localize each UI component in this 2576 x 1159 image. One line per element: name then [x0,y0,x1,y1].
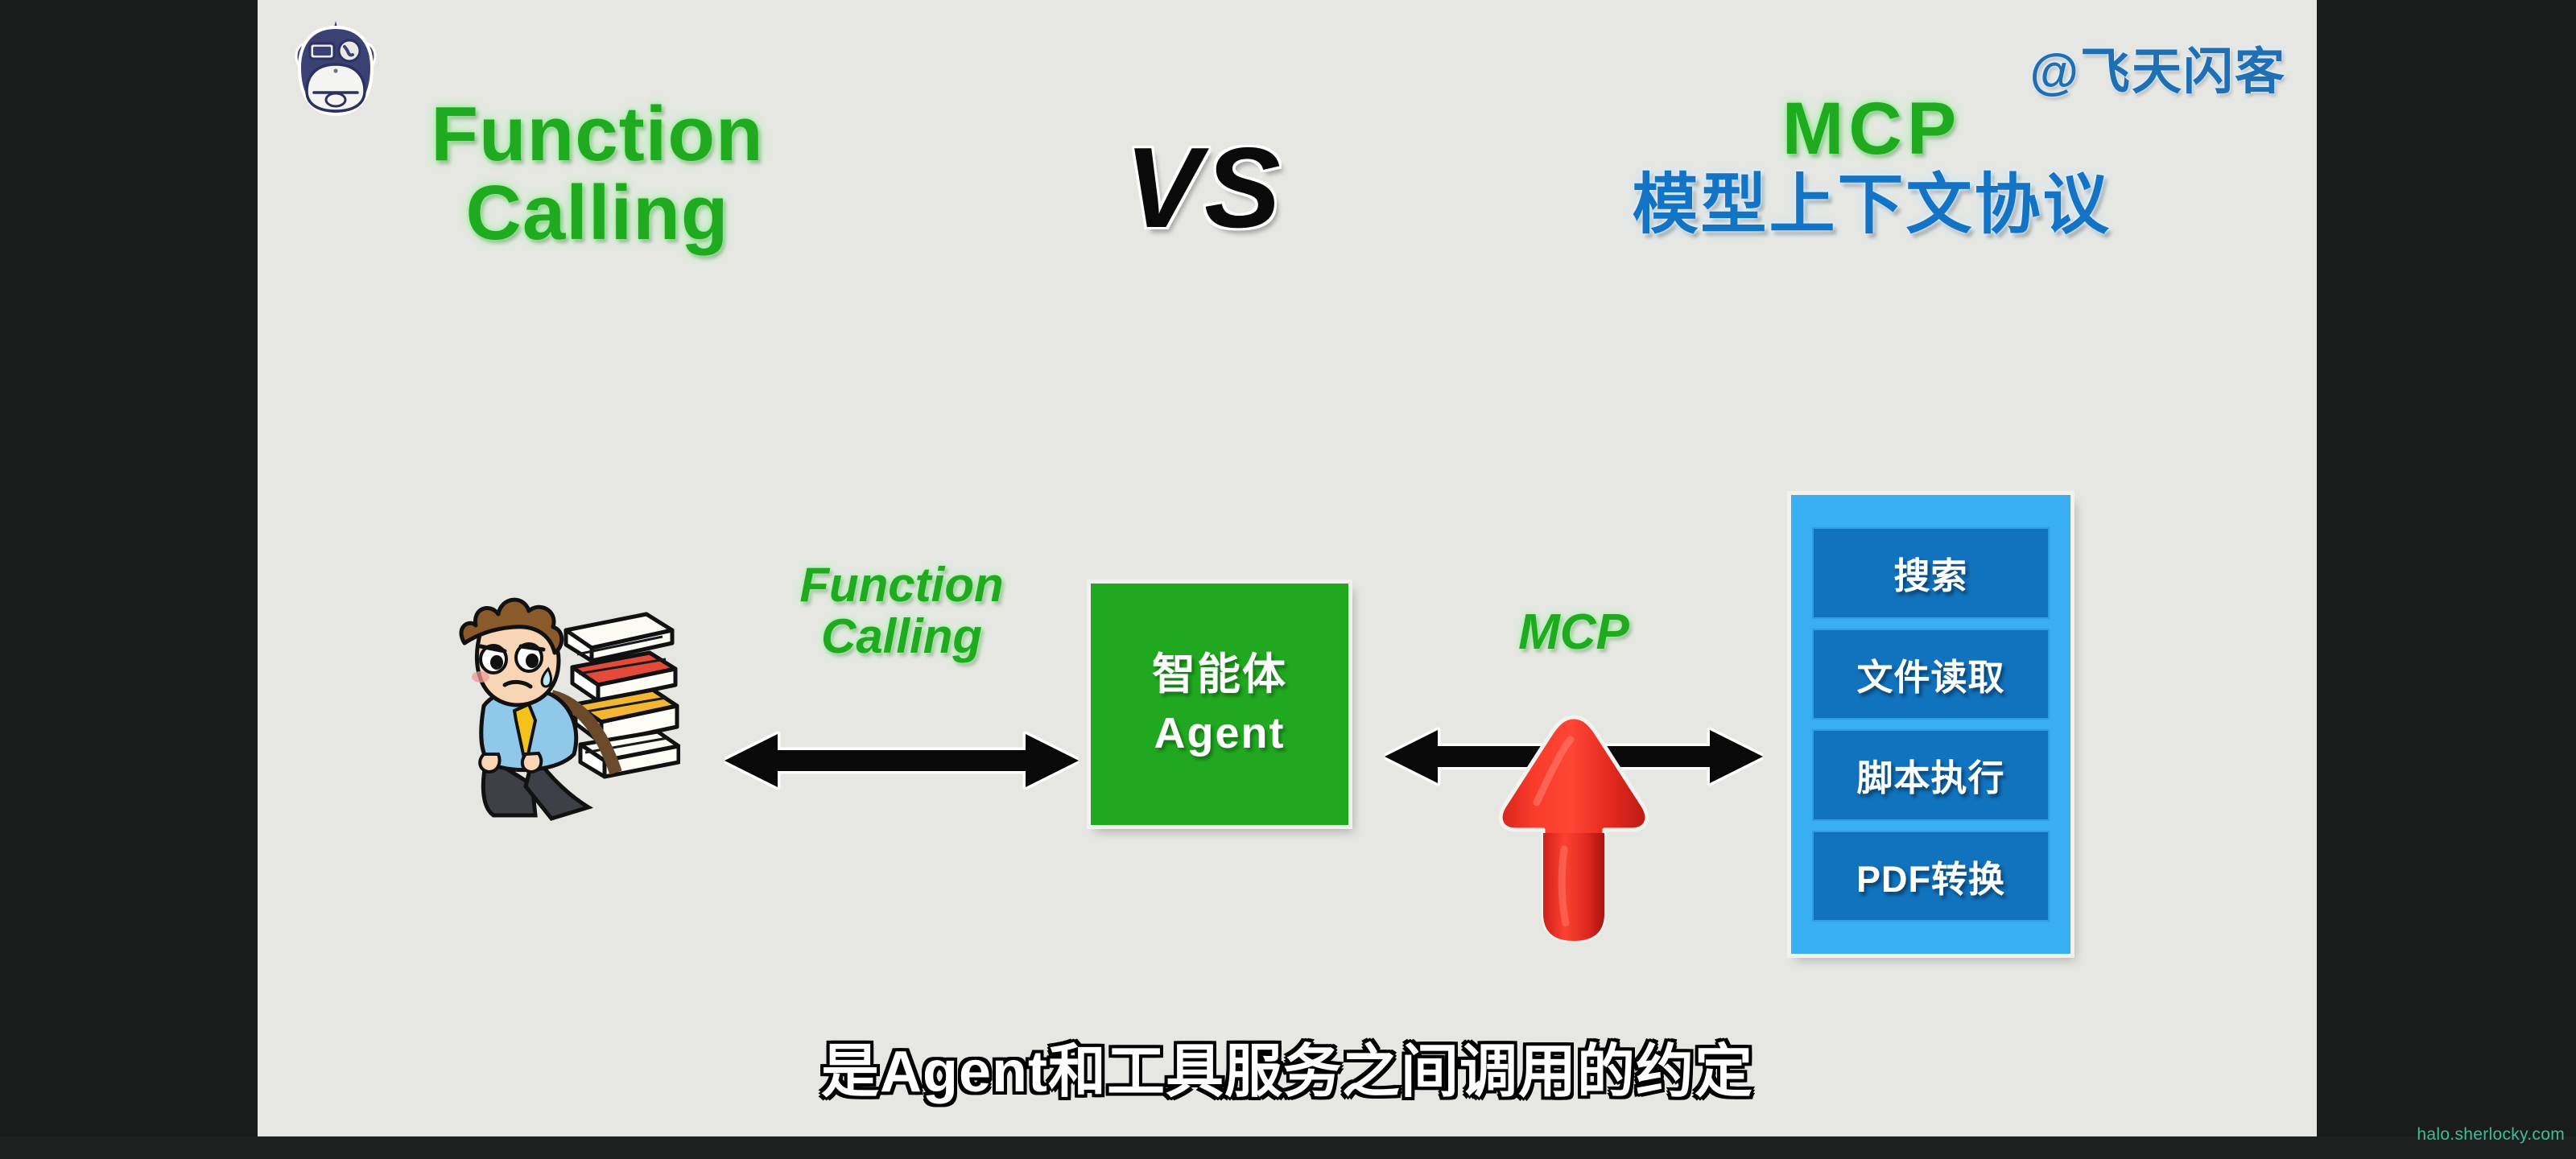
versus-label: VS [1125,124,1284,252]
double-headed-arrow-icon [721,724,1082,797]
tool-item-script-run[interactable]: 脚本执行 [1812,729,2050,821]
monkey-mascot-logo [288,14,383,119]
function-calling-title-line2: Calling [465,169,729,256]
tools-panel: 搜索 文件读取 脚本执行 PDF转换 [1791,495,2070,954]
agent-box[interactable]: 智能体 Agent [1091,584,1348,825]
slide-canvas: @飞天闪客 Function Calling VS MCP 模型上下文协议 [258,0,2317,1136]
function-calling-arrow-label: Function Calling [733,559,1071,662]
site-watermark: halo.sherlocky.com [2417,1125,2565,1144]
tool-item-pdf-convert[interactable]: PDF转换 [1812,830,2050,922]
mcp-title-cn: 模型上下文协议 [1632,167,2112,241]
function-calling-title-line1: Function [431,91,764,177]
agent-label-en: Agent [1154,709,1286,757]
agent-label-cn: 智能体 [1152,650,1287,699]
mcp-arrow-label: MCP [1518,604,1629,660]
tired-worker-with-books-icon [431,584,681,825]
tool-item-search[interactable]: 搜索 [1812,527,2050,619]
channel-handle-watermark: @飞天闪客 [2029,44,2286,100]
mcp-title: MCP 模型上下文协议 [1473,90,2270,241]
function-calling-arrow-label-line2: Calling [820,608,982,663]
function-calling-arrow-label-line1: Function [799,558,1004,612]
title-row: Function Calling VS MCP 模型上下文协议 [258,90,2317,299]
letterbox-left [0,0,258,1159]
architecture-diagram: Function Calling 智能体 Agent MCP [258,483,2317,982]
letterbox-right [2317,0,2576,1159]
bottom-letterbox-bar [0,1136,2576,1159]
function-calling-title: Function Calling [316,95,879,253]
subtitle-caption: 是Agent和工具服务之间调用的约定 [821,1040,1753,1104]
red-3d-up-arrow-cursor-icon [1493,712,1654,946]
tool-item-file-read[interactable]: 文件读取 [1812,628,2050,720]
mcp-title-en: MCP [1781,88,1962,170]
